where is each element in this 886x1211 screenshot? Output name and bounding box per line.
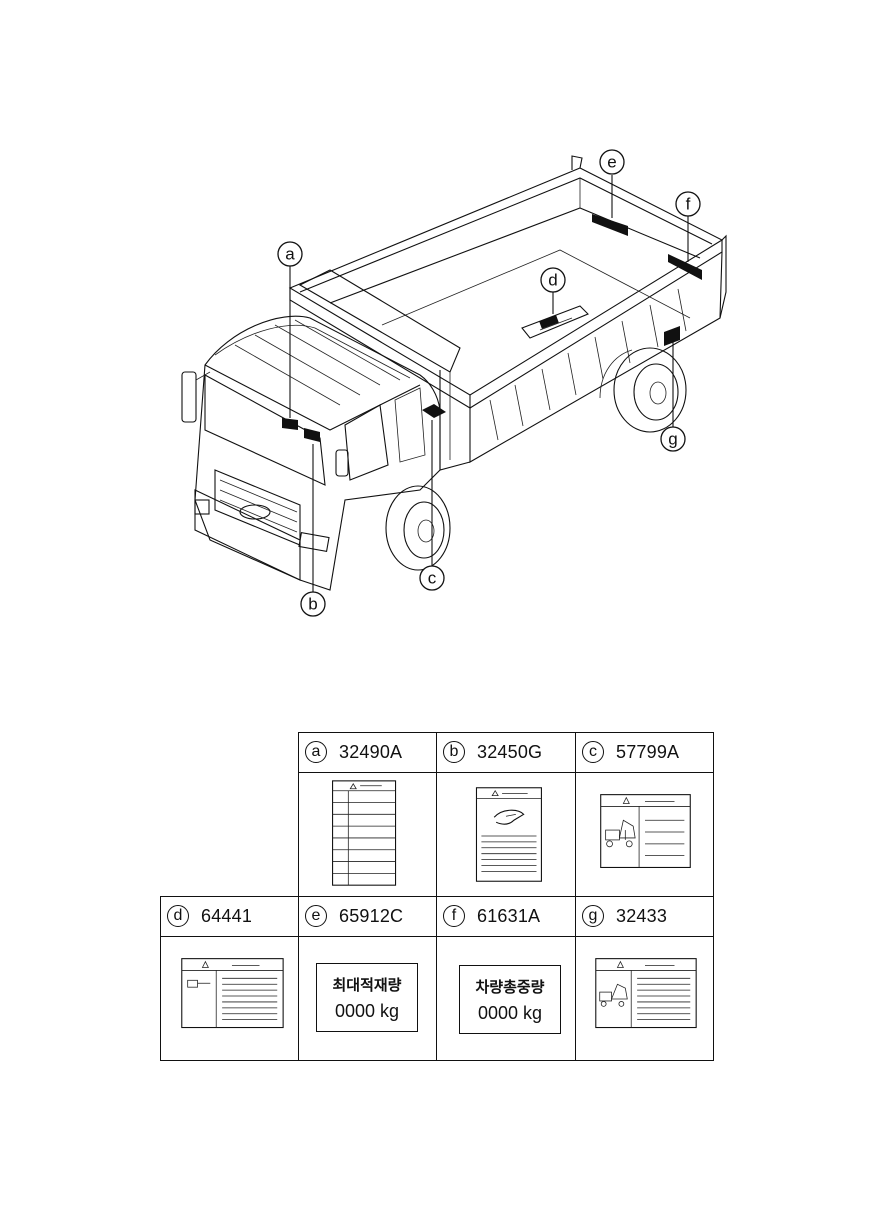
- part-letter: g: [582, 905, 604, 927]
- part-cell-g: g 32433: [575, 896, 714, 1061]
- label-title: 최대적재량: [332, 976, 402, 994]
- callout-b: b: [300, 591, 326, 617]
- part-header: e 65912C: [299, 897, 436, 937]
- callout-f: f: [675, 191, 701, 217]
- label-thumbnail-b: [475, 787, 542, 882]
- part-header: b 32450G: [437, 733, 575, 773]
- callout-e: e: [599, 149, 625, 175]
- part-header: c 57799A: [576, 733, 713, 773]
- part-letter: d: [167, 905, 189, 927]
- label-markers: [282, 214, 702, 442]
- part-header: d 64441: [161, 897, 298, 937]
- svg-text:b: b: [308, 595, 317, 614]
- part-number: 32433: [616, 906, 668, 926]
- label-thumbnail-d: [181, 958, 284, 1029]
- callout-d: d: [540, 267, 566, 293]
- truck-cab: [181, 315, 441, 591]
- part-cell-d: d 64441: [160, 896, 299, 1061]
- callout-a: a: [277, 241, 303, 267]
- part-letter: c: [582, 741, 604, 763]
- part-number: 32490A: [339, 742, 403, 762]
- label-thumbnail-g: [595, 958, 697, 1029]
- part-header: a 32490A: [299, 733, 436, 773]
- part-letter: b: [443, 741, 465, 763]
- part-number: 64441: [201, 906, 253, 926]
- part-number: 61631A: [477, 906, 541, 926]
- part-number: 65912C: [339, 906, 404, 926]
- callout-g: g: [660, 426, 686, 452]
- front-wheel: [385, 485, 451, 571]
- part-cell-e: e 65912C 최대적재량 0000 kg: [298, 896, 437, 1061]
- svg-text:c: c: [428, 569, 437, 588]
- callout-c: c: [419, 565, 445, 591]
- dump-bed: [288, 155, 727, 471]
- label-title: 차량총중량: [475, 978, 545, 996]
- svg-text:g: g: [668, 430, 677, 449]
- label-thumbnail-a: [332, 780, 397, 886]
- label-value: 0000 kg: [334, 1001, 400, 1021]
- svg-text:a: a: [285, 245, 295, 264]
- rear-wheel: [599, 347, 687, 433]
- max-load-label: 최대적재량 0000 kg: [316, 963, 418, 1032]
- part-header: g 32433: [576, 897, 713, 937]
- leader-lines: [289, 175, 689, 592]
- svg-text:d: d: [548, 271, 557, 290]
- part-number: 57799A: [616, 742, 680, 762]
- gross-weight-label: 차량총중량 0000 kg: [459, 965, 561, 1034]
- part-cell-c: c 57799A: [575, 732, 714, 897]
- svg-text:e: e: [607, 153, 616, 172]
- part-letter: a: [305, 741, 327, 763]
- part-header: f 61631A: [437, 897, 575, 937]
- svg-text:f: f: [686, 195, 691, 214]
- part-number: 32450G: [477, 742, 543, 762]
- dump-truck-illustration: a b c d e f g: [181, 149, 727, 617]
- hydraulic-cylinder: [521, 305, 589, 339]
- part-letter: e: [305, 905, 327, 927]
- label-value: 0000 kg: [477, 1003, 543, 1023]
- part-cell-f: f 61631A 차량총중량 0000 kg: [436, 896, 576, 1061]
- part-cell-a: a 32490A: [298, 732, 437, 897]
- part-letter: f: [443, 905, 465, 927]
- part-cell-b: b 32450G: [436, 732, 576, 897]
- label-thumbnail-c: [600, 794, 691, 869]
